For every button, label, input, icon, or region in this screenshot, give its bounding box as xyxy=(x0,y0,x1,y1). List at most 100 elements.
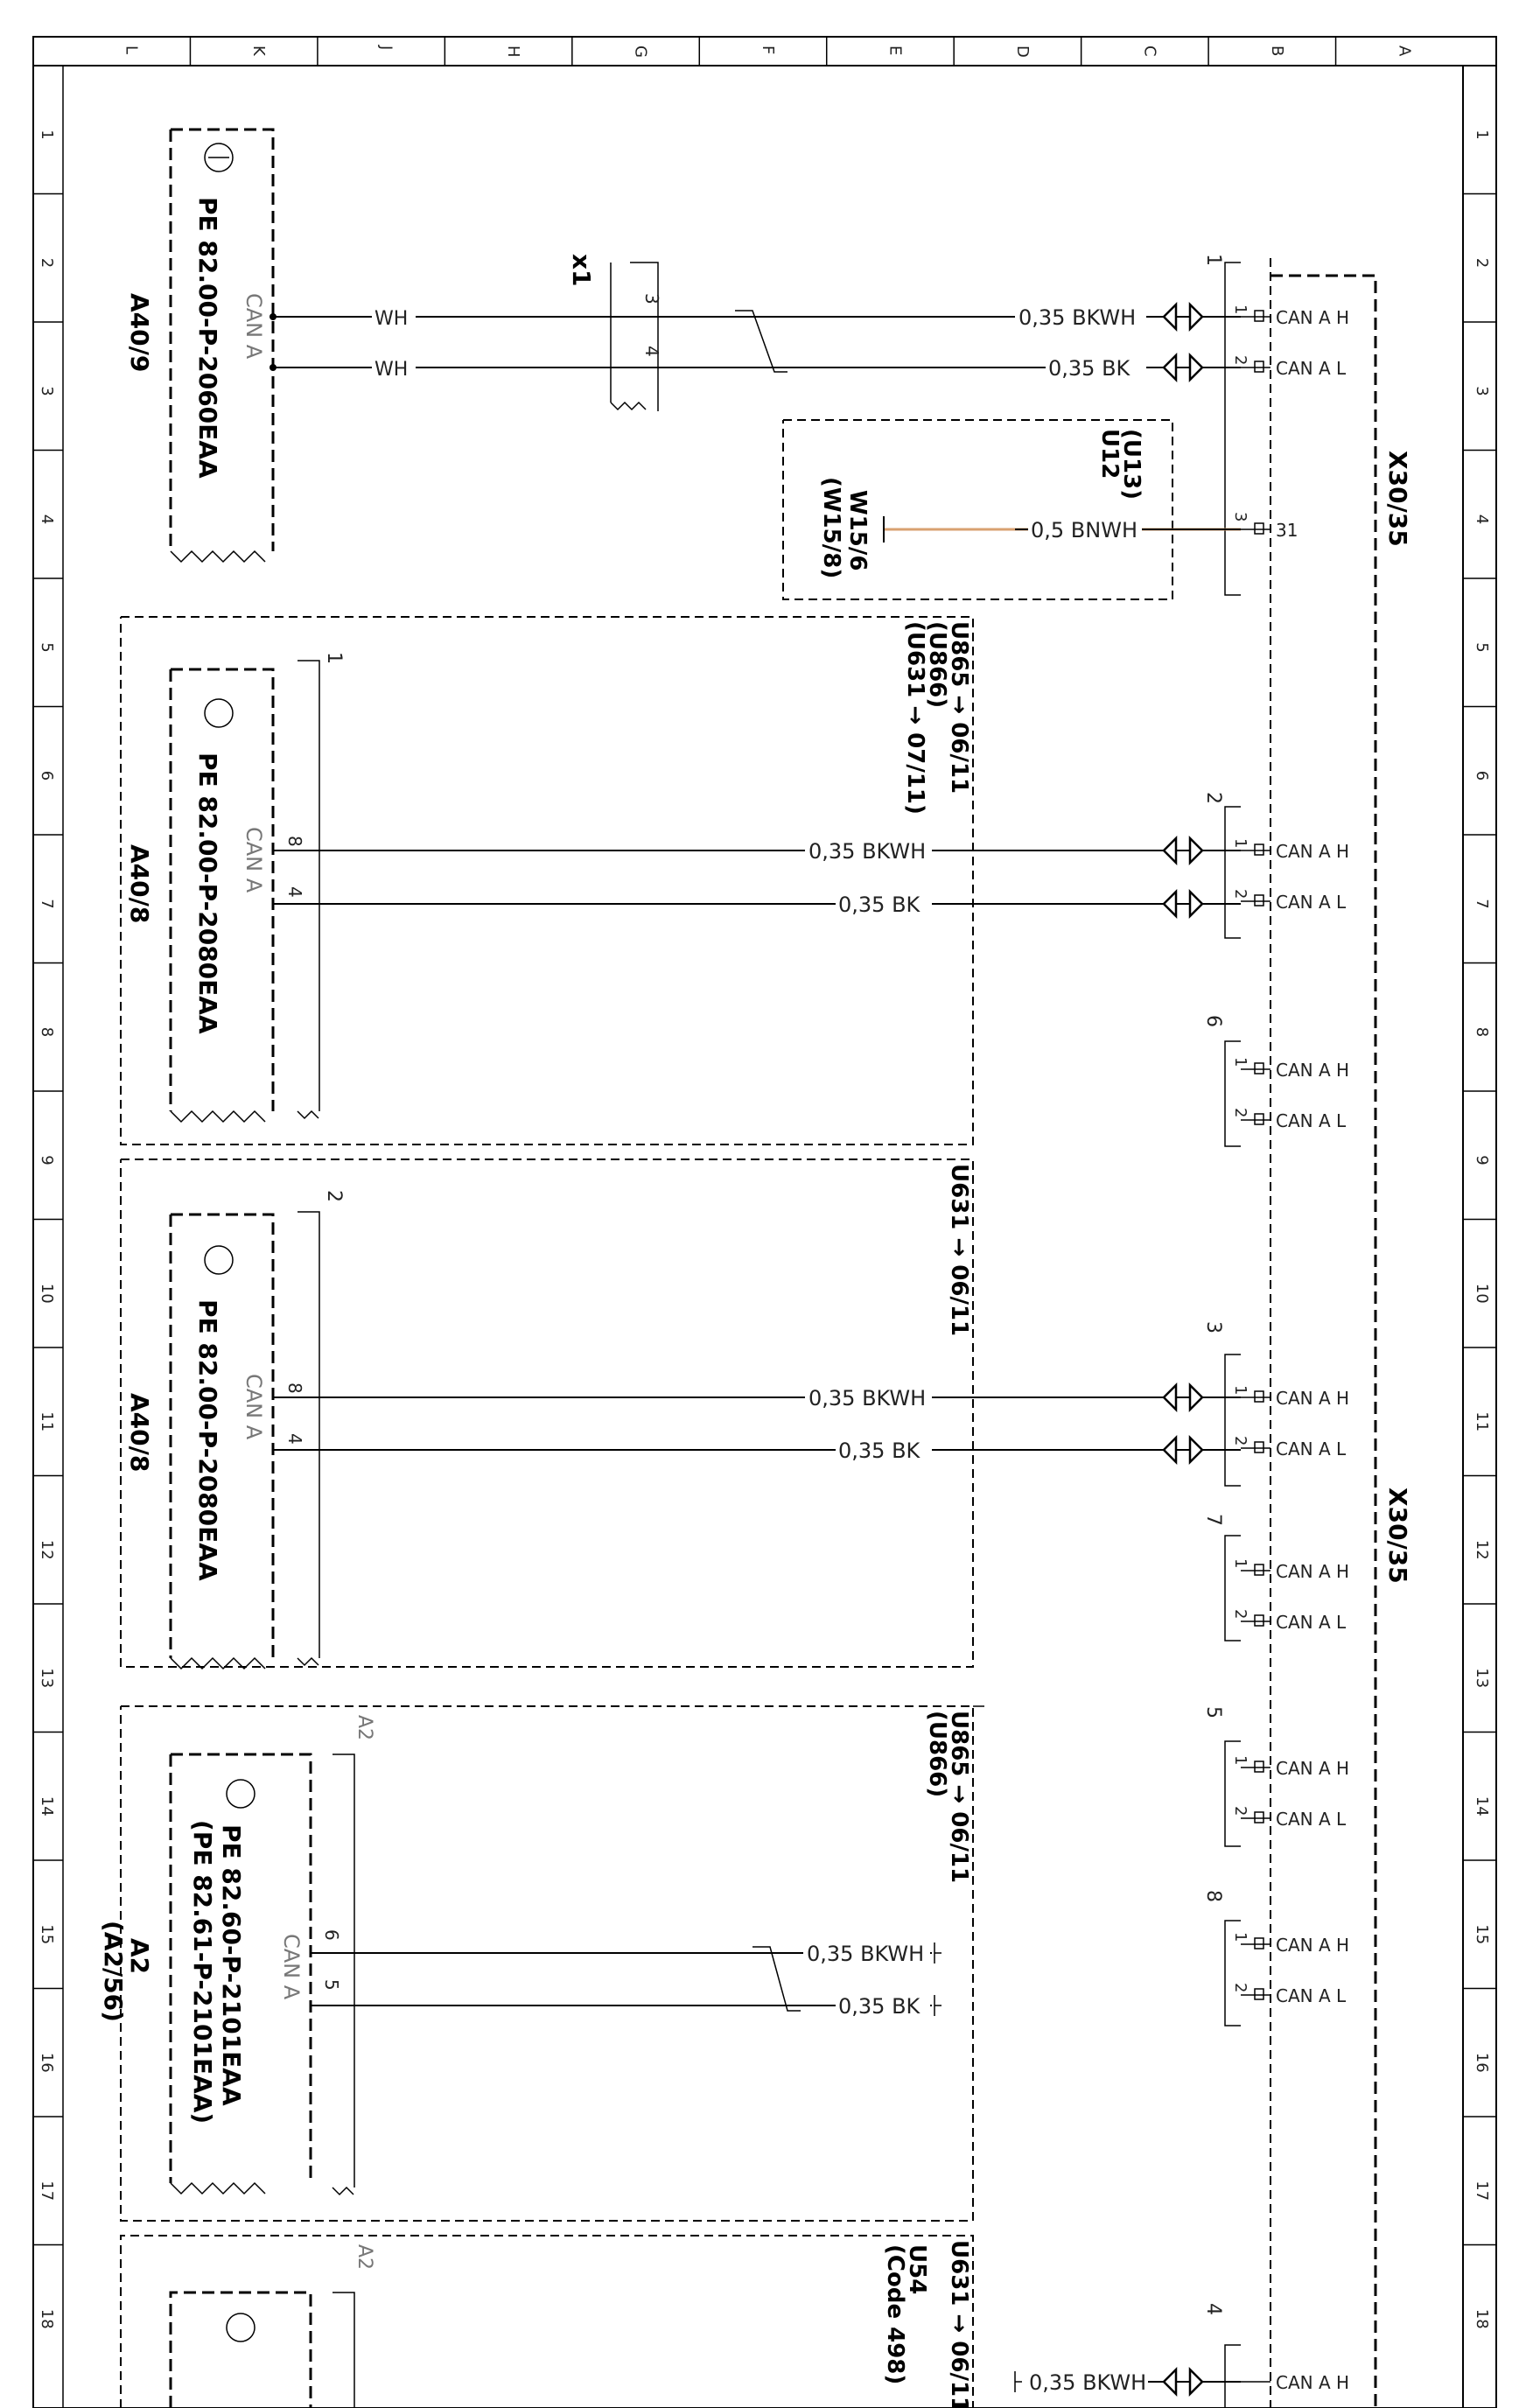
wire-wh-1: WH xyxy=(374,308,408,330)
row-label-right-18: 18 xyxy=(1473,2309,1491,2329)
column-label-c: C xyxy=(1140,46,1158,57)
connector-groups: 1 2 6 3 7 5 8 4 xyxy=(1202,254,1241,2408)
u13-label: (U13) xyxy=(1118,429,1144,500)
connector-number-1: 1 xyxy=(1202,254,1224,266)
bus-pin-number-3-h: 1 xyxy=(1231,1385,1250,1395)
row-label-right-7: 7 xyxy=(1473,899,1491,908)
row-label-left-3: 3 xyxy=(38,386,56,396)
bus-pin-label-bottom: CAN A H xyxy=(1276,2372,1349,2393)
bus-pin-label-5-l: CAN A L xyxy=(1276,1809,1347,1830)
bottom-module: A2 U54 (Code 498) U631 → 06/11 0,35 BKWH xyxy=(120,2235,1241,2408)
wire-bk-1: 0,35 BK xyxy=(1048,356,1131,381)
u631-label: (U631 → 07/11) xyxy=(902,621,928,815)
bus-pin-label-4-h: CAN A H xyxy=(1276,1561,1349,1582)
bus-pin-number-1-l: 2 xyxy=(1231,889,1250,899)
a2-small-label: A2 xyxy=(354,1715,375,1740)
wire-bnwh: 0,5 BNWH xyxy=(1031,518,1138,542)
u866-label: (U866) xyxy=(924,1711,950,1797)
connector-number-8: 8 xyxy=(1202,1890,1224,1902)
bus-pin-number-2-l: 2 xyxy=(1231,1108,1250,1117)
transistor-icon xyxy=(204,698,234,728)
transistor-icon xyxy=(204,143,234,172)
row-label-left-17: 17 xyxy=(38,2180,56,2201)
bus-pin-number-5-h: 1 xyxy=(1231,1755,1250,1765)
row-label-right-14: 14 xyxy=(1473,1796,1491,1816)
row-label-left-14: 14 xyxy=(38,1796,56,1816)
x30-35-label-top: X30/35 xyxy=(1383,451,1412,547)
x1-label: x1 xyxy=(567,254,596,287)
pin-6: 6 xyxy=(321,1929,342,1941)
connector-number-6: 6 xyxy=(1202,1015,1224,1027)
wire-bk: 0,35 BK xyxy=(838,1438,921,1463)
pin-5: 5 xyxy=(321,1979,342,1991)
can-a-label: CAN A xyxy=(242,293,266,360)
pin-4: 4 xyxy=(284,1433,305,1445)
u631-label: U631 → 06/11 xyxy=(946,1164,972,1336)
bus-pin-label-6-h: CAN A H xyxy=(1276,1935,1349,1956)
row-label-left-2: 2 xyxy=(38,258,56,268)
module-number-2: 2 xyxy=(323,1190,345,1202)
row-label-left-9: 9 xyxy=(38,1155,56,1165)
bus-pin-number-3: 3 xyxy=(1231,512,1250,522)
bus-pin-number-5-l: 2 xyxy=(1231,1806,1250,1816)
row-label-left-5: 5 xyxy=(38,642,56,652)
column-label-j: J xyxy=(377,45,396,50)
x30-35-connector-block: X30/35 X30/35 xyxy=(1270,258,1412,2408)
row-label-left-13: 13 xyxy=(38,1668,56,1688)
connector-number-7: 7 xyxy=(1202,1514,1224,1526)
w15-8-label: (W15/8) xyxy=(818,477,844,578)
row-label-left-12: 12 xyxy=(38,1540,56,1560)
x30-35-label-mid: X30/35 xyxy=(1383,1488,1412,1584)
x1-pin-3: 3 xyxy=(641,293,662,304)
module-number-1: 1 xyxy=(323,652,345,664)
row-label-left-11: 11 xyxy=(38,1411,56,1432)
a40-9-label: A40/9 xyxy=(125,293,154,372)
wire-bkwh: 0,35 BKWH xyxy=(807,1942,924,1966)
transistor-icon xyxy=(204,1245,234,1275)
bus-pin-number-6-h: 1 xyxy=(1231,1932,1250,1942)
bus-pin-number-0-h: 1 xyxy=(1231,304,1250,314)
column-label-f: F xyxy=(759,46,777,54)
row-label-right-9: 9 xyxy=(1473,1155,1491,1165)
column-label-l: L xyxy=(122,46,141,54)
can-a-label: CAN A xyxy=(242,827,266,893)
column-label-k: K xyxy=(249,46,268,57)
can-a-label: CAN A xyxy=(242,1374,266,1440)
bus-pin-number-2-h: 1 xyxy=(1231,1057,1250,1067)
wire-bkwh: 0,35 BKWH xyxy=(1029,2370,1146,2395)
row-label-left-15: 15 xyxy=(38,1924,56,1944)
plug-symbol-2 xyxy=(1162,835,1204,866)
row-label-right-5: 5 xyxy=(1473,642,1491,652)
bus-pin-label-2-l: CAN A L xyxy=(1276,1110,1347,1131)
u865-label: U865 → 06/11 xyxy=(946,1711,972,1883)
u12-label: U12 xyxy=(1096,429,1123,479)
bus-pin-number-3-l: 2 xyxy=(1231,1436,1250,1446)
row-label-right-2: 2 xyxy=(1473,258,1491,268)
wire-bk: 0,35 BK xyxy=(838,892,921,917)
pe-reference: PE 82.00-P-2060EAA xyxy=(193,197,222,479)
row-label-left-1: 1 xyxy=(38,130,56,139)
row-label-left-10: 10 xyxy=(38,1284,56,1304)
bus-pin-label-31: 31 xyxy=(1276,520,1298,541)
plug-symbol-3 xyxy=(1162,888,1204,920)
u54-label: U54 xyxy=(904,2244,930,2294)
a2-small-label-bottom: A2 xyxy=(354,2244,375,2270)
row-label-right-17: 17 xyxy=(1473,2180,1491,2201)
plug-symbol-4 xyxy=(1162,1382,1204,1413)
column-label-e: E xyxy=(886,46,904,55)
connector-number-3: 3 xyxy=(1202,1321,1224,1334)
a40-9-module: PE 82.00-P-2060EAA A40/9 CAN A xyxy=(125,128,275,564)
a40-8-label: A40/8 xyxy=(125,1393,154,1472)
pin-8: 8 xyxy=(284,1382,305,1394)
pe-reference: PE 82.00-P-2080EAA xyxy=(193,752,222,1034)
bus-pin-number-4-l: 2 xyxy=(1231,1609,1250,1619)
bus-pin-label-0-h: CAN A H xyxy=(1276,307,1349,328)
bus-pin-number-4-h: 1 xyxy=(1231,1558,1250,1568)
plug-symbol-1 xyxy=(1162,352,1204,383)
plug-symbol-5 xyxy=(1162,1434,1204,1466)
row-label-right-13: 13 xyxy=(1473,1668,1491,1688)
row-label-right-16: 16 xyxy=(1473,2053,1491,2073)
